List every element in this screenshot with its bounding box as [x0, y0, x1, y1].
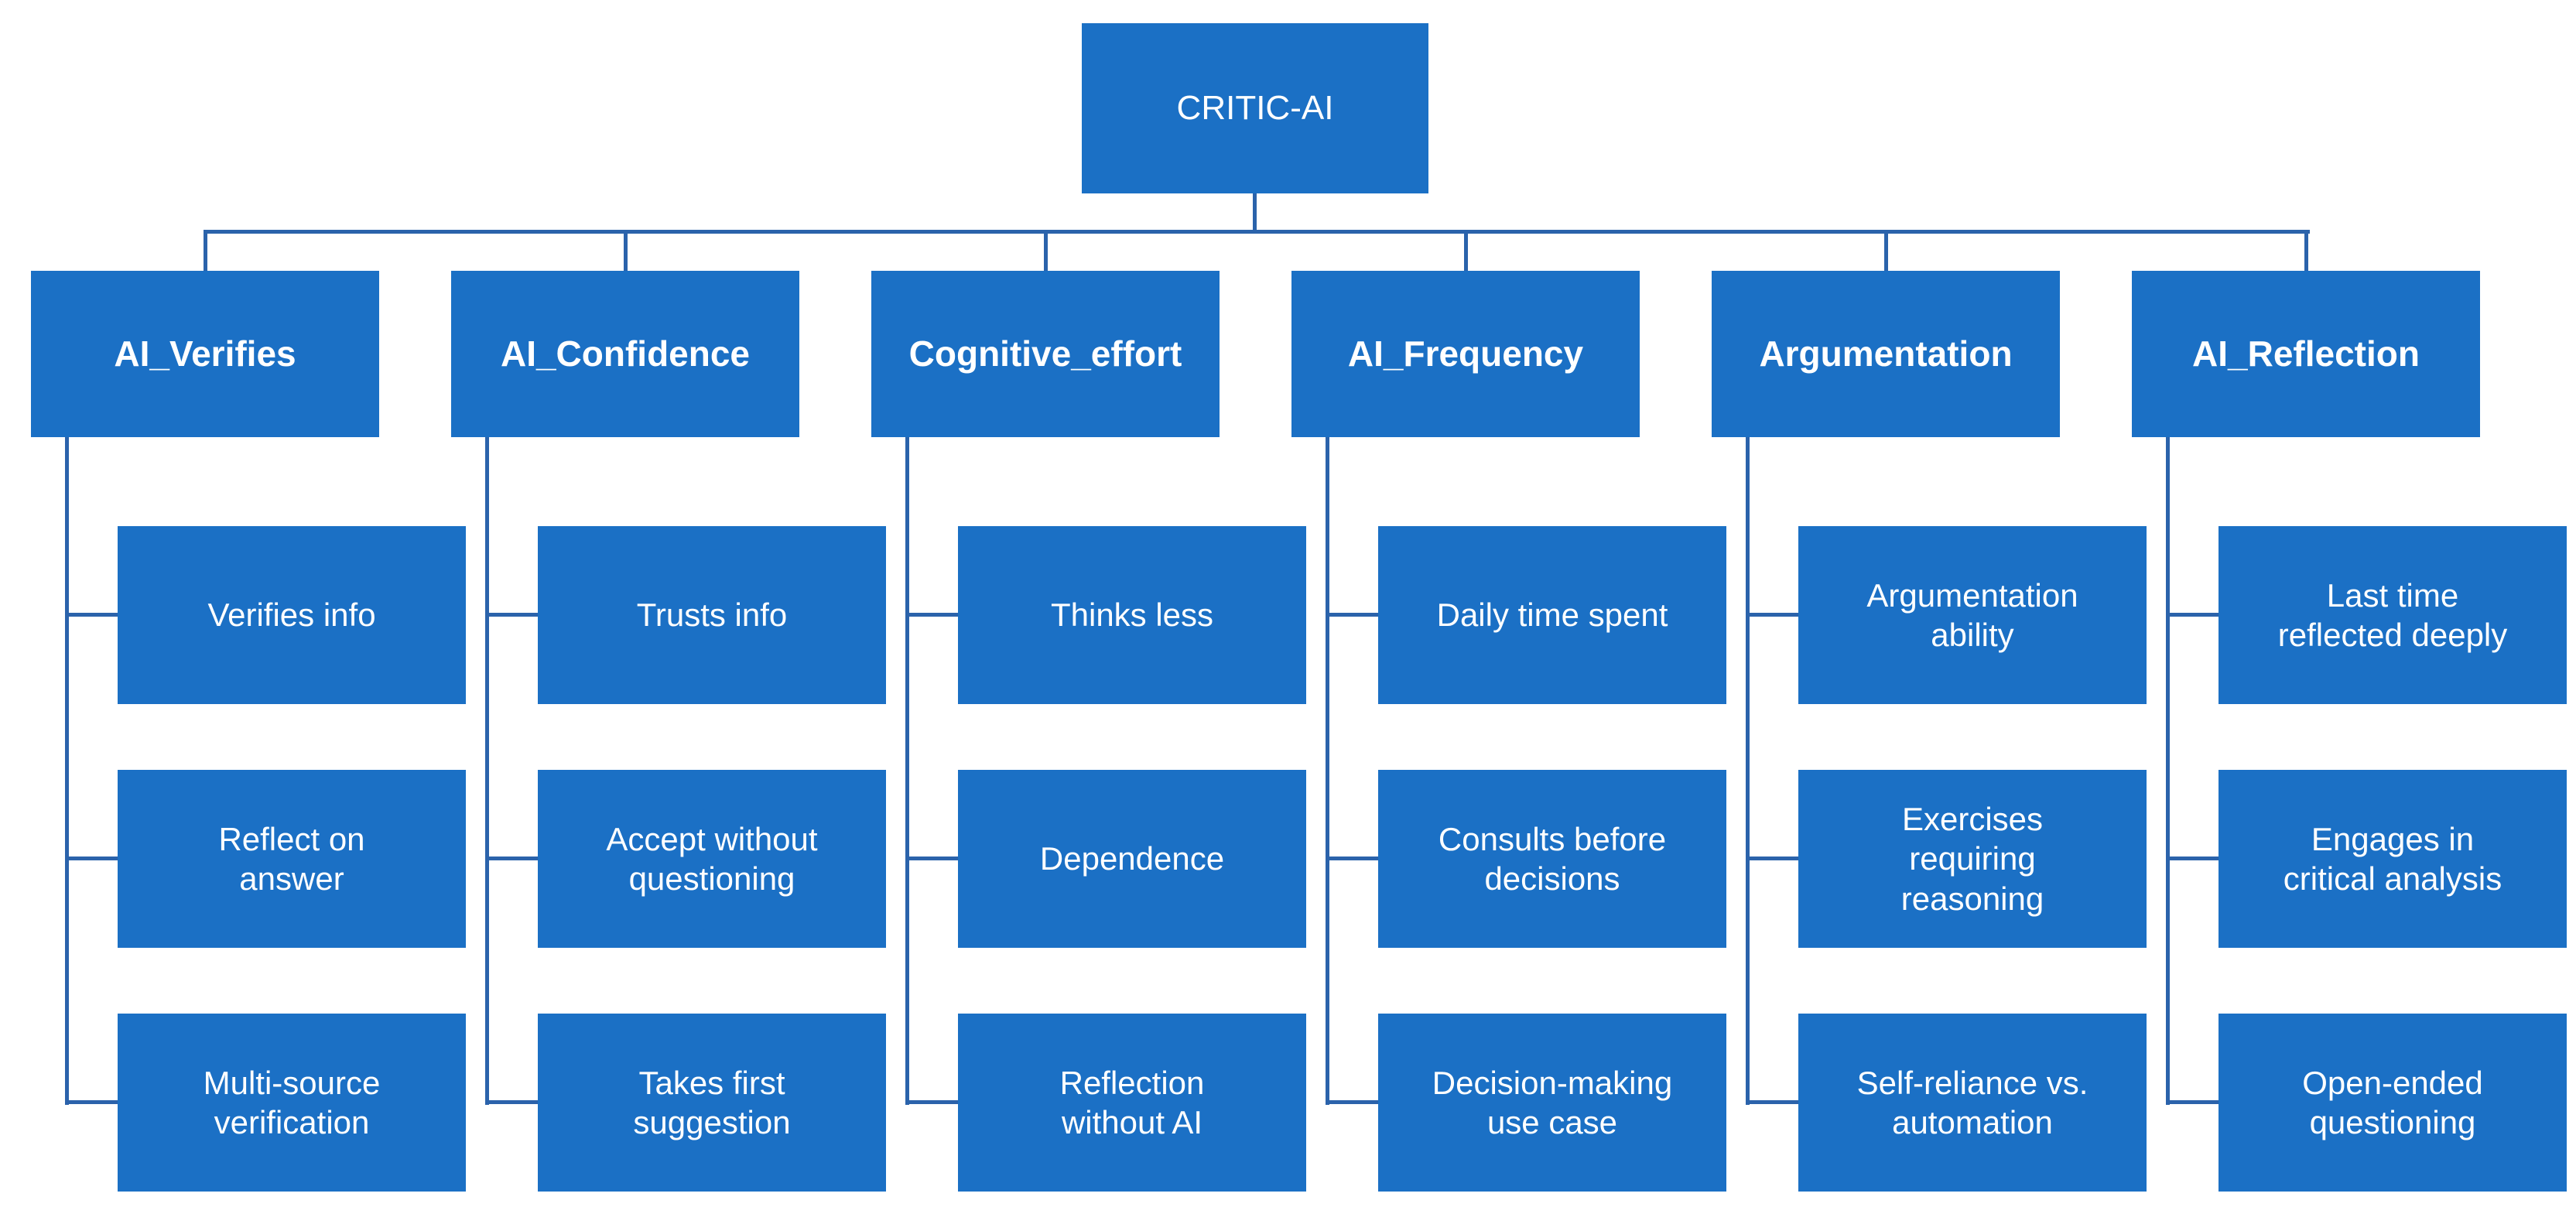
root-node: CRITIC-AI	[1082, 23, 1428, 193]
leaf-node: Self-reliance vs. automation	[1798, 1014, 2147, 1192]
connector-header-stub	[624, 230, 628, 271]
connector-trunk	[905, 437, 909, 1105]
leaf-node: Engages in critical analysis	[2219, 770, 2567, 948]
connector-trunk	[2166, 437, 2170, 1105]
connector-child-stub	[1326, 1100, 1380, 1104]
connector-child-stub	[905, 857, 960, 860]
leaf-node: Thinks less	[958, 526, 1306, 704]
connector-child-stub	[1746, 613, 1800, 617]
leaf-node: Dependence	[958, 770, 1306, 948]
leaf-node: Takes first suggestion	[538, 1014, 886, 1192]
connector-header-stub	[1884, 230, 1888, 271]
connector-child-stub	[2166, 857, 2220, 860]
leaf-node: Verifies info	[118, 526, 466, 704]
leaf-node: Consults before decisions	[1378, 770, 1726, 948]
connector-child-stub	[485, 857, 539, 860]
branch-node: Argumentation	[1712, 271, 2060, 437]
connector-trunk	[65, 437, 69, 1105]
branch-node: AI_Frequency	[1291, 271, 1640, 437]
connector-child-stub	[65, 613, 119, 617]
connector-trunk	[1326, 437, 1329, 1105]
leaf-node: Argumentation ability	[1798, 526, 2147, 704]
leaf-node: Daily time spent	[1378, 526, 1726, 704]
connector-rail	[205, 230, 2310, 234]
branch-node: AI_Verifies	[31, 271, 379, 437]
connector-child-stub	[905, 1100, 960, 1104]
connector-child-stub	[2166, 613, 2220, 617]
connector-header-stub	[1464, 230, 1468, 271]
connector-child-stub	[905, 613, 960, 617]
branch-node: AI_Confidence	[451, 271, 799, 437]
connector-child-stub	[485, 613, 539, 617]
connector-header-stub	[1044, 230, 1048, 271]
leaf-node: Trusts info	[538, 526, 886, 704]
connector-trunk	[485, 437, 489, 1105]
connector-header-stub	[204, 230, 207, 271]
leaf-node: Open-ended questioning	[2219, 1014, 2567, 1192]
leaf-node: Multi-source verification	[118, 1014, 466, 1192]
connector-child-stub	[1326, 613, 1380, 617]
branch-node: AI_Reflection	[2132, 271, 2480, 437]
connector-root-stub	[1253, 193, 1257, 232]
leaf-node: Last time reflected deeply	[2219, 526, 2567, 704]
connector-child-stub	[1326, 857, 1380, 860]
connector-child-stub	[65, 1100, 119, 1104]
connector-child-stub	[1746, 857, 1800, 860]
leaf-node: Reflection without AI	[958, 1014, 1306, 1192]
leaf-node: Exercises requiring reasoning	[1798, 770, 2147, 948]
connector-child-stub	[65, 857, 119, 860]
leaf-node: Reflect on answer	[118, 770, 466, 948]
connector-child-stub	[2166, 1100, 2220, 1104]
branch-node: Cognitive_effort	[871, 271, 1220, 437]
leaf-node: Accept without questioning	[538, 770, 886, 948]
connector-header-stub	[2304, 230, 2308, 271]
connector-child-stub	[485, 1100, 539, 1104]
connector-child-stub	[1746, 1100, 1800, 1104]
leaf-node: Decision-making use case	[1378, 1014, 1726, 1192]
connector-trunk	[1746, 437, 1750, 1105]
